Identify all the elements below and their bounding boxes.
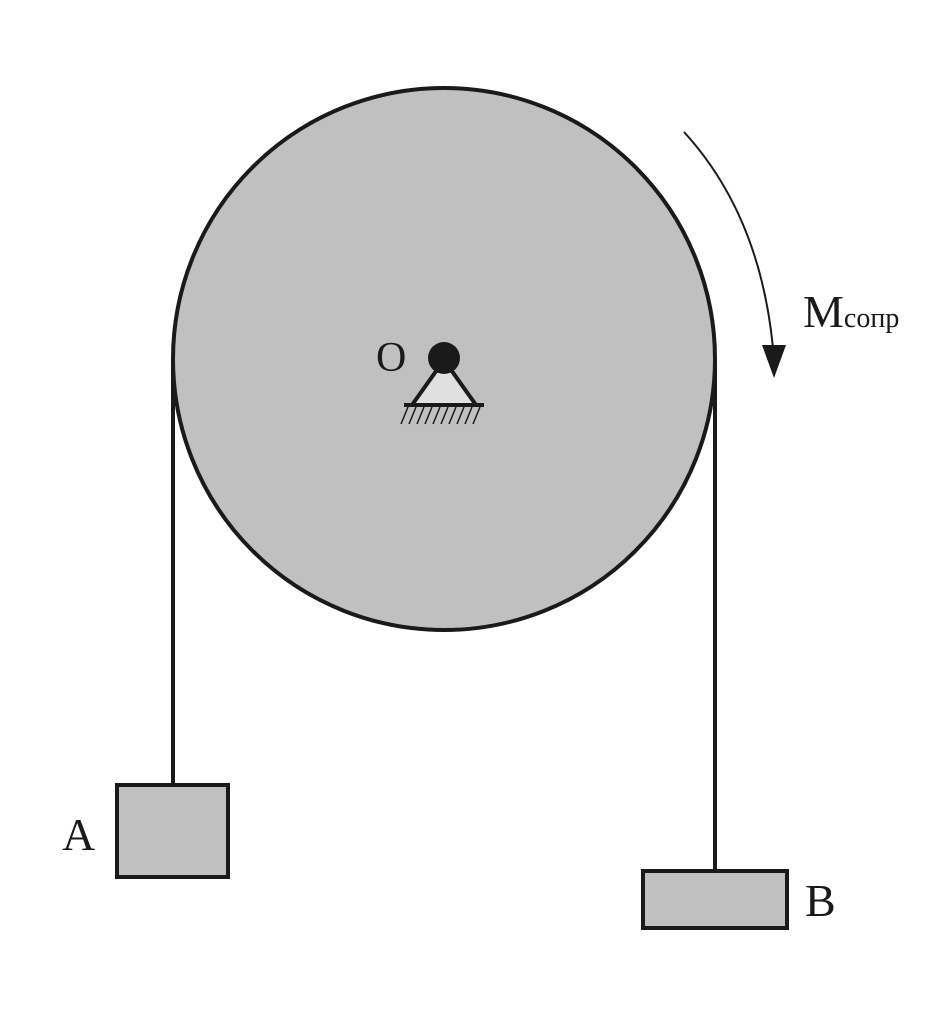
pivot-pin (428, 342, 460, 374)
pivot-support (400, 342, 484, 425)
block-a (115, 783, 230, 879)
moment-label-main: M (803, 286, 844, 337)
moment-arc (683, 131, 774, 349)
block-a-label: A (62, 809, 95, 860)
moment-arrow (683, 131, 786, 378)
moment-arrowhead (762, 345, 786, 378)
block-b-label: B (805, 875, 836, 926)
pivot-label: O (376, 335, 406, 381)
moment-label-subscript: сопр (844, 303, 899, 334)
block-b (641, 869, 789, 930)
moment-label: Mсопр (803, 286, 899, 337)
ground-hatching (400, 406, 481, 425)
